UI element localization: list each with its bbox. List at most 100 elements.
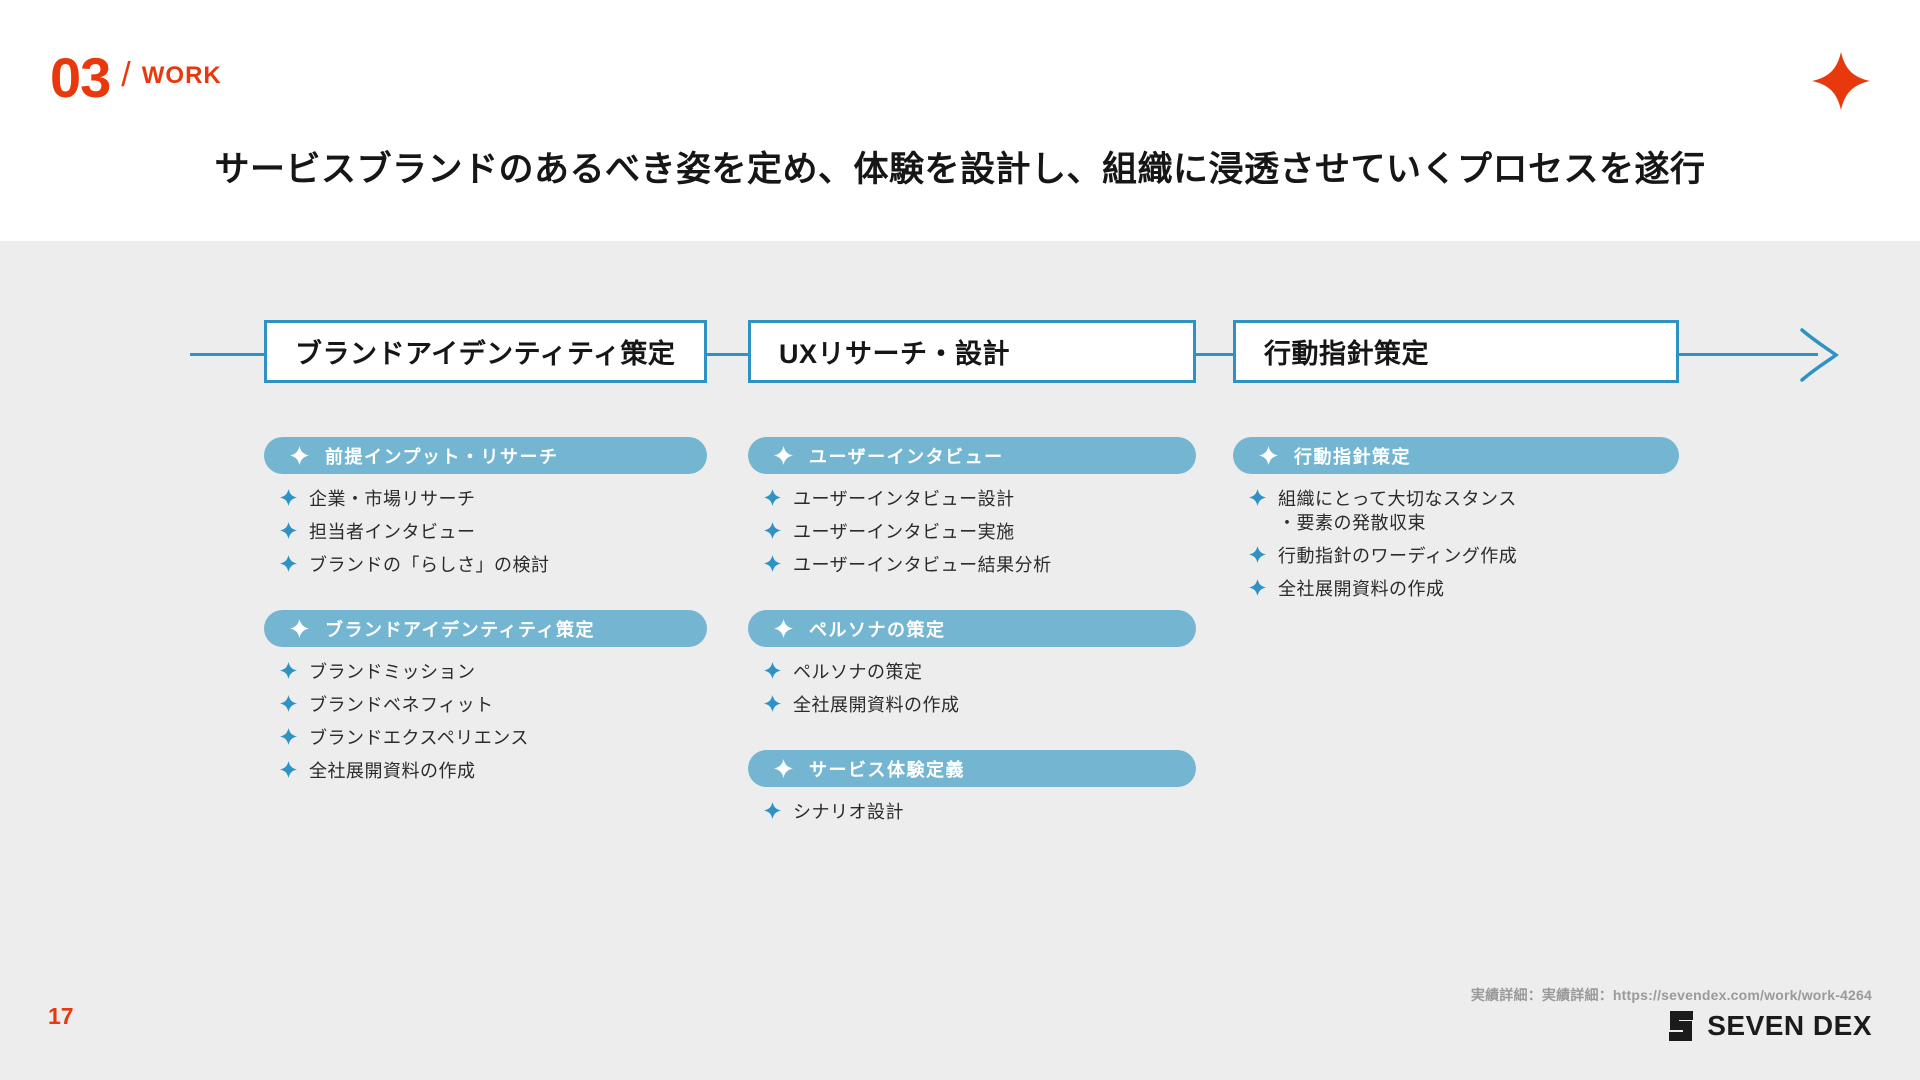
sparkle-icon xyxy=(764,662,781,679)
task-pill-label: ペルソナの策定 xyxy=(809,619,946,640)
task-pill: サービス体験定義 xyxy=(748,750,1196,787)
task-pill-label: ブランドアイデンティティ策定 xyxy=(325,619,595,640)
task-list: ユーザーインタビュー設計ユーザーインタビュー実施ユーザーインタビュー結果分析 xyxy=(748,474,1196,577)
task-item-line: 全社展開資料の作成 xyxy=(1278,579,1445,599)
task-pill: ユーザーインタビュー xyxy=(748,437,1196,474)
task-item-line: 担当者インタビュー xyxy=(309,522,476,542)
task-item: ユーザーインタビュー結果分析 xyxy=(764,553,1196,577)
section-kicker: 03 / WORK xyxy=(50,50,222,106)
task-pill: ペルソナの策定 xyxy=(748,610,1196,647)
sparkle-icon xyxy=(764,695,781,712)
task-item-text: 企業・市場リサーチ xyxy=(309,487,476,511)
sparkle-icon xyxy=(1249,579,1266,596)
task-item-text: ブランドエクスペリエンス xyxy=(309,726,529,750)
task-group: サービス体験定義シナリオ設計 xyxy=(748,750,1196,824)
company-logo: SEVEN DEX xyxy=(1665,1010,1872,1042)
task-item-line: ユーザーインタビュー実施 xyxy=(793,522,1015,542)
page-number: 17 xyxy=(48,1003,74,1029)
sparkle-icon xyxy=(764,489,781,506)
sparkle-icon xyxy=(1249,489,1266,506)
task-item-line: ペルソナの策定 xyxy=(793,662,923,682)
sparkle-icon xyxy=(280,728,297,745)
task-item: 組織にとって大切なスタンス・要素の発散収束 xyxy=(1249,487,1679,535)
sparkle-icon xyxy=(280,761,297,778)
sparkle-icon xyxy=(774,446,793,465)
task-pill: 行動指針策定 xyxy=(1233,437,1679,474)
task-item-line: 行動指針のワーディング作成 xyxy=(1278,546,1518,566)
task-item-line: ・要素の発散収束 xyxy=(1278,513,1426,533)
task-item-text: ペルソナの策定 xyxy=(793,660,923,684)
task-list: シナリオ設計 xyxy=(748,787,1196,824)
phase-column: 前提インプット・リサーチ企業・市場リサーチ担当者インタビューブランドの「らしさ」… xyxy=(264,437,707,816)
sparkle-icon xyxy=(280,555,297,572)
task-pill-label: ユーザーインタビュー xyxy=(809,446,1004,467)
sparkle-icon xyxy=(764,555,781,572)
task-item-text: ブランドベネフィット xyxy=(309,693,494,717)
phase-label: UXリサーチ・設計 xyxy=(779,339,1011,369)
source-note: 実績詳細：実績詳細：https://sevendex.com/work/work… xyxy=(1470,987,1872,1003)
task-item: ユーザーインタビュー設計 xyxy=(764,487,1196,511)
task-item-text: ユーザーインタビュー設計 xyxy=(793,487,1015,511)
task-item-text: 全社展開資料の作成 xyxy=(1278,577,1445,601)
sparkle-icon xyxy=(764,802,781,819)
task-item-text: ブランドミッション xyxy=(309,660,476,684)
kicker-divider: / xyxy=(121,55,131,94)
task-item: 全社展開資料の作成 xyxy=(1249,577,1679,601)
sevendex-logo-icon xyxy=(1669,1011,1694,1041)
task-item: ブランドの「らしさ」の検討 xyxy=(280,553,707,577)
task-item-line: 全社展開資料の作成 xyxy=(309,761,476,781)
sparkle-icon xyxy=(280,662,297,679)
sparkle-icon xyxy=(1259,446,1278,465)
task-pill-label: 前提インプット・リサーチ xyxy=(325,446,559,467)
sparkle-icon xyxy=(774,759,793,778)
task-item-text: ユーザーインタビュー実施 xyxy=(793,520,1015,544)
section-name: WORK xyxy=(141,62,222,89)
phase-box: UXリサーチ・設計 xyxy=(748,320,1196,383)
task-item-line: ユーザーインタビュー設計 xyxy=(793,489,1015,509)
task-group: 行動指針策定組織にとって大切なスタンス・要素の発散収束行動指針のワーディング作成… xyxy=(1233,437,1679,601)
task-item-line: ブランドエクスペリエンス xyxy=(309,728,529,748)
company-logo-text: SEVEN DEX xyxy=(1707,1010,1872,1041)
task-list: ブランドミッションブランドベネフィットブランドエクスペリエンス全社展開資料の作成 xyxy=(264,647,707,783)
task-group: ブランドアイデンティティ策定ブランドミッションブランドベネフィットブランドエクス… xyxy=(264,610,707,783)
task-group: ユーザーインタビューユーザーインタビュー設計ユーザーインタビュー実施ユーザーイン… xyxy=(748,437,1196,577)
task-item: 全社展開資料の作成 xyxy=(280,759,707,783)
task-item-text: ユーザーインタビュー結果分析 xyxy=(793,553,1052,577)
sparkle-icon xyxy=(764,522,781,539)
sparkle-icon xyxy=(1812,52,1870,110)
task-item: 担当者インタビュー xyxy=(280,520,707,544)
task-item: ユーザーインタビュー実施 xyxy=(764,520,1196,544)
task-item-line: 全社展開資料の作成 xyxy=(793,695,960,715)
task-group: 前提インプット・リサーチ企業・市場リサーチ担当者インタビューブランドの「らしさ」… xyxy=(264,437,707,577)
phase-label: ブランドアイデンティティ策定 xyxy=(295,339,676,369)
task-item-text: 担当者インタビュー xyxy=(309,520,476,544)
task-item: ブランドベネフィット xyxy=(280,693,707,717)
sparkle-icon xyxy=(1249,546,1266,563)
task-item-text: 組織にとって大切なスタンス・要素の発散収束 xyxy=(1278,487,1517,535)
phase-box: 行動指針策定 xyxy=(1233,320,1679,383)
task-item-line: ブランドの「らしさ」の検討 xyxy=(309,555,550,575)
sparkle-icon xyxy=(774,619,793,638)
task-item: シナリオ設計 xyxy=(764,800,1196,824)
sparkle-icon xyxy=(290,619,309,638)
task-list: 企業・市場リサーチ担当者インタビューブランドの「らしさ」の検討 xyxy=(264,474,707,577)
task-pill-label: サービス体験定義 xyxy=(809,759,965,780)
task-item: 行動指針のワーディング作成 xyxy=(1249,544,1679,568)
task-item-text: 全社展開資料の作成 xyxy=(309,759,476,783)
task-item-line: 組織にとって大切なスタンス xyxy=(1278,489,1517,509)
task-item-line: ユーザーインタビュー結果分析 xyxy=(793,555,1052,575)
task-list: ペルソナの策定全社展開資料の作成 xyxy=(748,647,1196,717)
phase-column: ユーザーインタビューユーザーインタビュー設計ユーザーインタビュー実施ユーザーイン… xyxy=(748,437,1196,857)
task-item: ブランドエクスペリエンス xyxy=(280,726,707,750)
phase-box: ブランドアイデンティティ策定 xyxy=(264,320,707,383)
task-item: ペルソナの策定 xyxy=(764,660,1196,684)
task-item-text: 行動指針のワーディング作成 xyxy=(1278,544,1517,568)
task-item: 企業・市場リサーチ xyxy=(280,487,707,511)
phase-label: 行動指針策定 xyxy=(1264,339,1429,369)
phase-column: 行動指針策定組織にとって大切なスタンス・要素の発散収束行動指針のワーディング作成… xyxy=(1233,437,1679,634)
task-item-line: 企業・市場リサーチ xyxy=(309,489,476,509)
task-item-line: シナリオ設計 xyxy=(793,802,904,822)
task-list: 組織にとって大切なスタンス・要素の発散収束行動指針のワーディング作成全社展開資料… xyxy=(1233,474,1679,601)
task-item-line: ブランドベネフィット xyxy=(309,695,494,715)
